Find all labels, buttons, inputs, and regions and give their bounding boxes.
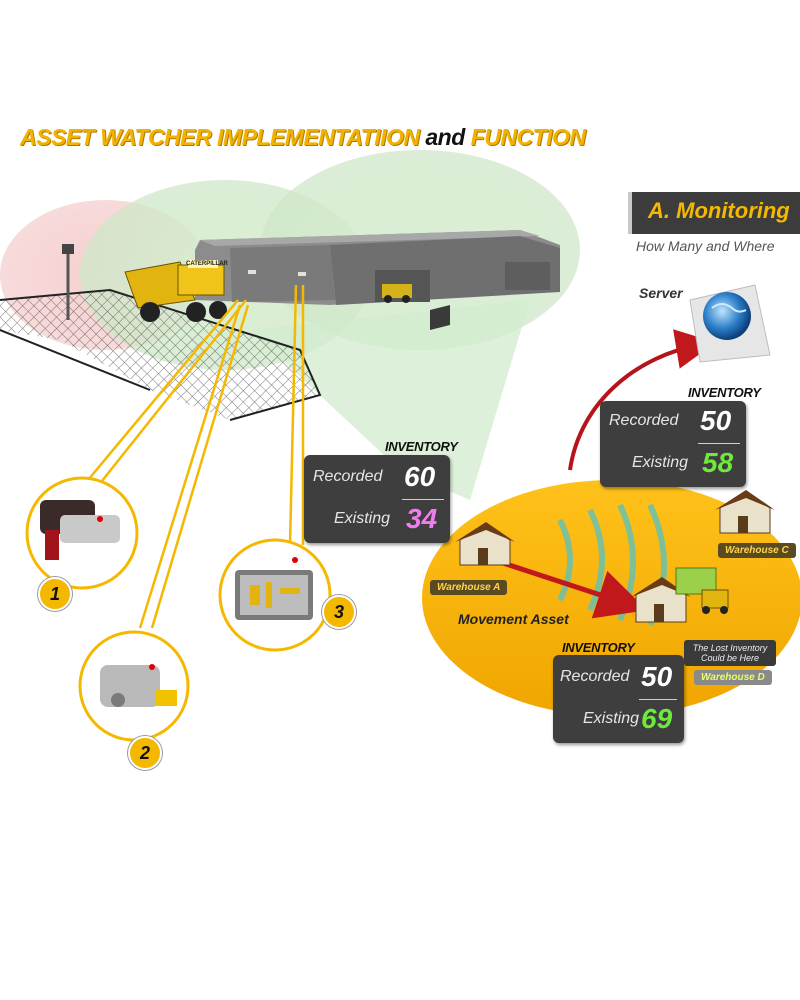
warehouse-c-house — [715, 490, 775, 534]
recorded-value: 50 — [700, 405, 732, 436]
asset-badge-1: 1 — [38, 577, 72, 611]
lost-note-line-2: Could be Here — [700, 653, 760, 663]
title-part-1: ASSET WATCHER IMPLEMENTATIION — [20, 124, 420, 150]
warehouse-a-house — [455, 522, 515, 566]
warehouse-c-label: Warehouse C — [718, 543, 796, 558]
inventory-divider — [639, 699, 677, 700]
recorded-label: Recorded — [313, 468, 383, 485]
dump-truck — [124, 260, 227, 322]
existing-label: Existing — [583, 710, 640, 727]
asset-circle-1 — [25, 476, 139, 590]
warehouse-a-label: Warehouse A — [430, 580, 508, 595]
monitoring-title: A. Monitoring — [648, 198, 790, 223]
lost-note-line-1: The Lost Inventory — [692, 643, 768, 653]
existing-value: 34 — [406, 503, 438, 534]
asset-badge-2: 2 — [128, 736, 162, 770]
connector-lines — [87, 284, 305, 629]
recorded-label: Recorded — [560, 668, 630, 685]
server-label: Server — [639, 285, 683, 301]
recorded-label: Recorded — [609, 412, 679, 429]
green-cone — [250, 300, 530, 500]
existing-value: 58 — [702, 447, 734, 478]
inventory-divider — [402, 499, 444, 500]
movement-arrow — [499, 559, 648, 619]
movement-asset-label: Movement Asset — [458, 611, 569, 627]
perimeter-fence — [0, 288, 322, 421]
inventory-heading-c: INVENTORY — [688, 385, 761, 400]
inventory-heading-d: INVENTORY — [562, 640, 635, 655]
server-link-arrow — [568, 329, 716, 471]
monitoring-subtitle: How Many and Where — [636, 238, 775, 254]
asset-circle-2 — [78, 630, 190, 742]
inventory-divider — [698, 443, 740, 444]
truck-sign: CATERPILLAR — [186, 261, 228, 267]
recorded-value: 50 — [641, 661, 673, 692]
existing-value: 69 — [641, 703, 673, 734]
asset-badge-3: 3 — [322, 595, 356, 629]
asset-circle-3 — [218, 538, 332, 652]
inventory-panel-c: Recorded 50 Existing 58 — [600, 401, 746, 487]
title-part-3: FUNCTION — [470, 124, 586, 150]
page-title: ASSET WATCHER IMPLEMENTATIION and FUNCTI… — [20, 124, 586, 151]
server-icon — [689, 284, 771, 363]
inventory-heading-a: INVENTORY — [385, 439, 458, 454]
inventory-panel-d: Recorded 50 Existing 69 — [553, 655, 684, 743]
existing-label: Existing — [632, 454, 689, 471]
warehouse-d-house — [631, 577, 691, 623]
forklift-icon — [675, 567, 729, 614]
inventory-panel-a: Recorded 60 Existing 34 — [304, 455, 450, 543]
main-warehouse-building — [195, 230, 560, 330]
existing-label: Existing — [334, 510, 391, 527]
lost-inventory-note: The Lost Inventory Could be Here — [684, 640, 776, 666]
warehouse-d-label: Warehouse D — [694, 670, 772, 685]
recorded-value: 60 — [404, 461, 436, 492]
camera-pole — [62, 244, 74, 320]
title-part-2: and — [425, 124, 465, 150]
monitoring-header: A. Monitoring — [628, 192, 800, 234]
